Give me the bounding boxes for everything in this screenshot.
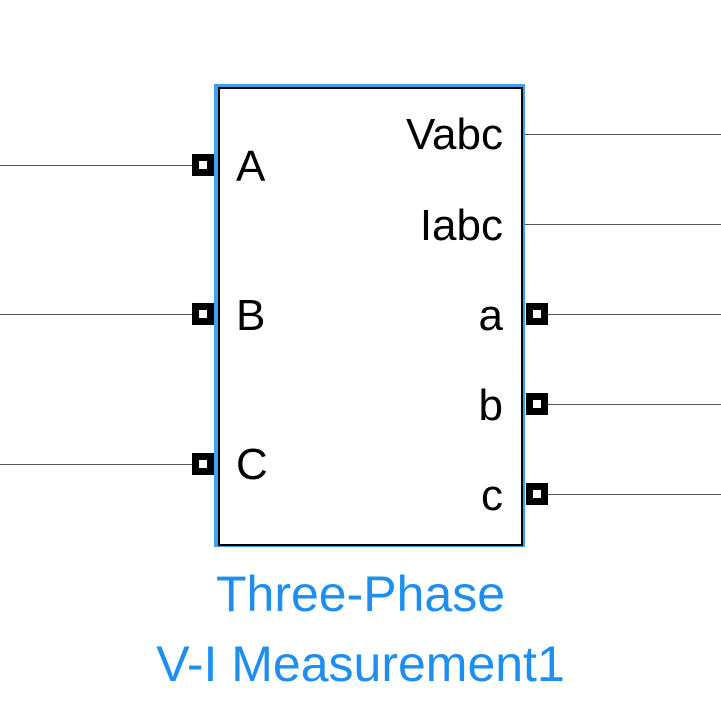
- block-caption-line1[interactable]: Three-Phase: [215, 566, 506, 622]
- wire-in-b[interactable]: [0, 314, 192, 315]
- wire-out-a[interactable]: [548, 314, 721, 315]
- pin-label-c-out: c: [481, 471, 503, 520]
- port-in-c[interactable]: [192, 453, 214, 475]
- wire-out-vabc[interactable]: [521, 134, 721, 135]
- pin-label-c: C: [236, 440, 268, 489]
- port-in-b[interactable]: [192, 303, 214, 325]
- wire-out-iabc[interactable]: [521, 224, 721, 225]
- port-out-c[interactable]: [526, 483, 548, 505]
- wire-in-c[interactable]: [0, 464, 192, 465]
- pin-label-a: A: [236, 142, 266, 191]
- pin-label-vabc: Vabc: [405, 110, 503, 159]
- pin-label-a-out: a: [478, 291, 503, 340]
- port-in-a[interactable]: [192, 154, 214, 176]
- wire-in-a[interactable]: [0, 165, 192, 166]
- wire-out-b[interactable]: [548, 404, 721, 405]
- pin-label-iabc: Iabc: [419, 201, 503, 250]
- vi-measurement-block[interactable]: [218, 87, 523, 546]
- pin-label-b: B: [236, 291, 266, 340]
- block-caption-line2[interactable]: V-I Measurement1: [156, 636, 565, 692]
- wire-out-c[interactable]: [548, 494, 721, 495]
- pin-label-b-out: b: [478, 381, 503, 430]
- port-out-a[interactable]: [526, 303, 548, 325]
- port-out-b[interactable]: [526, 393, 548, 415]
